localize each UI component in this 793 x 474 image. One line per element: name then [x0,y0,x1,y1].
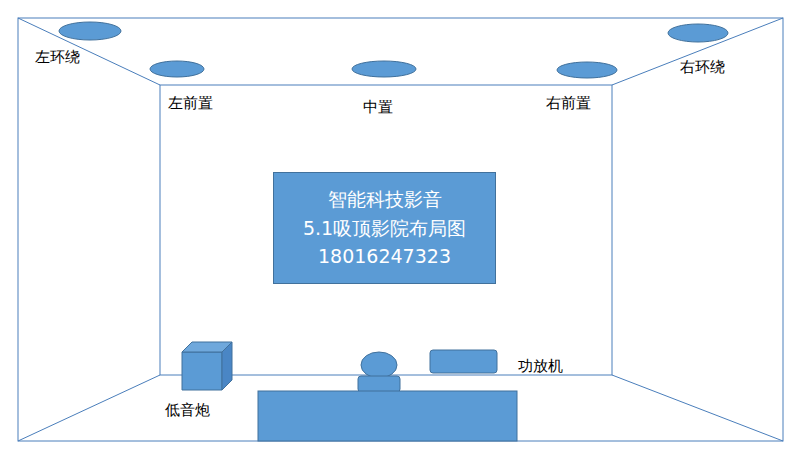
speaker [59,22,121,40]
speaker-label: 低音炮 [165,401,210,419]
title-box: 智能科技影音5.1吸顶影院布局图18016247323 [273,172,496,284]
room-outline [18,18,783,441]
title-text: 5.1吸顶影院布局图 [303,214,466,243]
speaker-label: 右前置 [546,94,591,112]
speaker-label: 功放机 [518,357,563,375]
title-text: 智能科技影音 [328,185,442,214]
amplifier [430,350,497,373]
speaker-label: 左前置 [168,94,213,112]
speaker-label: 右环绕 [680,58,725,76]
subwoofer [182,352,222,390]
title-text: 18016247323 [318,242,451,271]
speaker [557,62,617,78]
speaker-label: 中置 [363,98,393,116]
back-wall [160,85,612,375]
speaker [668,24,728,42]
speaker-label: 左环绕 [35,48,80,66]
speaker [150,61,204,77]
sofa [258,391,517,441]
speaker [352,61,416,77]
viewer [361,352,397,378]
